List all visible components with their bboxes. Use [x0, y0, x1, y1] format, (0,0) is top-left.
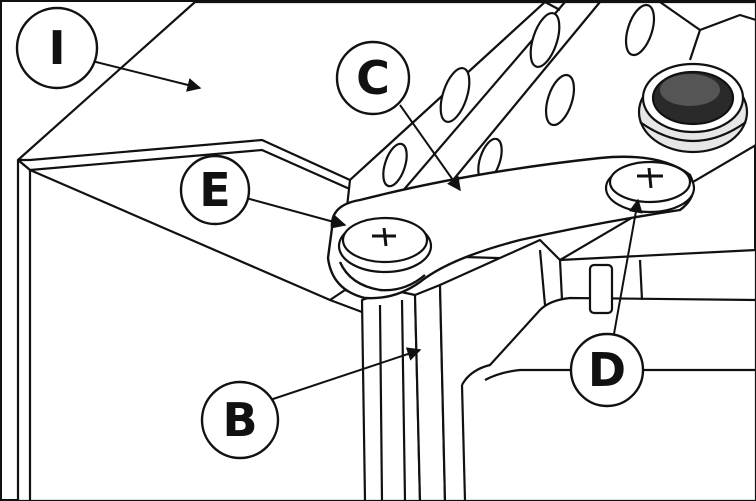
callout-B: B — [200, 380, 280, 460]
callout-E-label: E — [199, 163, 230, 217]
callout-C: C — [335, 40, 411, 116]
callout-D-label: D — [588, 343, 626, 397]
leader-B — [269, 347, 422, 401]
callout-C-label: C — [356, 51, 390, 105]
leader-E — [234, 194, 347, 229]
callout-B-label: B — [222, 393, 257, 447]
vertical-post — [360, 283, 447, 501]
callout-I: I — [15, 6, 99, 90]
screw-left — [337, 216, 433, 274]
callout-D: D — [569, 332, 645, 408]
leader-C — [399, 104, 461, 192]
leader-I — [87, 59, 202, 92]
leader-D — [611, 198, 643, 346]
screw-right — [604, 160, 696, 214]
callout-E: E — [179, 154, 251, 226]
grommet — [637, 62, 749, 154]
leader-lines — [87, 59, 643, 401]
callout-I-label: I — [48, 21, 65, 75]
